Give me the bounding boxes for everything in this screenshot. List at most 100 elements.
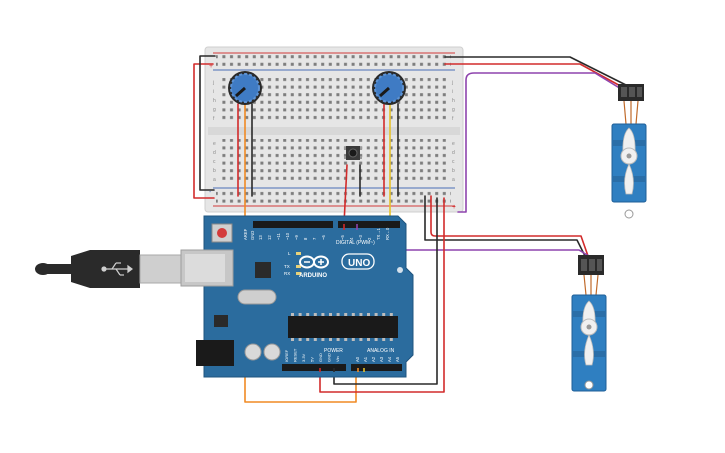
chip-pin <box>313 338 317 341</box>
row-letter: h <box>213 98 216 104</box>
chip-pins <box>291 313 393 341</box>
power-pin-label: RESET <box>293 348 298 362</box>
digital-pin-label: ~11 <box>276 233 281 240</box>
digital-pin-label: 8 <box>303 237 308 240</box>
power-label: POWER <box>324 348 343 354</box>
servo-motor-icon[interactable] <box>571 255 607 392</box>
analog-pin-label: A5 <box>395 356 400 362</box>
label-tx: TX <box>284 264 290 269</box>
wire-red-5v <box>319 197 445 393</box>
pushbutton-icon[interactable] <box>344 146 362 160</box>
row-letter: b <box>452 168 455 174</box>
row-letter: d <box>213 150 216 156</box>
row-letter: e <box>213 141 216 147</box>
digital-pin-label: 7 <box>312 237 317 240</box>
digital-pin-label: ~5 <box>340 235 345 240</box>
analog-header[interactable] <box>351 364 402 371</box>
wire-purple-servo1 <box>457 72 627 213</box>
usb-symbol-icon <box>101 262 133 276</box>
digital-pin-label: 2 <box>367 237 372 240</box>
row-letter: f <box>213 116 215 122</box>
analog-pin-label: A0 <box>355 356 360 362</box>
wire-black-left-rail <box>199 55 216 191</box>
usb-cable-icon <box>35 250 183 288</box>
chip-pin <box>329 338 332 341</box>
wire-red-servo1 <box>444 63 627 90</box>
power-pin-label: 3.3V <box>301 353 306 362</box>
chip-pin <box>291 338 294 341</box>
digital-pin-label: 4 <box>349 237 354 240</box>
row-letter: i <box>452 89 453 95</box>
led-l <box>296 252 301 255</box>
row-letter: c <box>452 159 455 165</box>
potentiometer-icon[interactable] <box>228 71 262 105</box>
row-letter: g <box>452 107 455 113</box>
analog-pin-label: A2 <box>371 356 376 362</box>
chip-pin <box>306 313 310 316</box>
wire-endpoints <box>319 224 365 372</box>
chip-pin <box>298 338 302 341</box>
arduino-uno-board: L TX RX DIGITAL (PWM~) POWER ANALOG IN 1… <box>180 215 414 378</box>
chip-pin <box>336 338 340 341</box>
chip-pin <box>321 313 325 316</box>
power-pin-label: IOREF <box>284 349 289 362</box>
label-l: L <box>288 251 291 256</box>
row-letter: h <box>452 98 455 104</box>
servo-motor-icon[interactable] <box>611 84 647 219</box>
label-rx: RX <box>284 271 290 276</box>
chip-pin <box>351 338 355 341</box>
wire-black-servo2 <box>424 195 586 257</box>
analog-label: ANALOG IN <box>367 348 395 354</box>
power-pin-label: GND <box>327 353 332 362</box>
digital-pin-label: ~3 <box>358 235 363 240</box>
led-rx <box>296 272 301 275</box>
digital-pin-label: ~10 <box>285 232 290 240</box>
row-letter: i <box>213 89 214 95</box>
power-header[interactable] <box>282 364 346 371</box>
chip-pin <box>313 313 317 316</box>
model-text: UNO <box>348 258 370 269</box>
chip-pin <box>382 338 386 341</box>
chip-pin <box>389 338 393 341</box>
aref-pin-label: AREF <box>243 228 248 240</box>
power-pin-label: GND <box>318 353 323 362</box>
rail-minus-label: - <box>209 189 212 196</box>
row-letter: d <box>452 150 455 156</box>
potentiometer-icon[interactable] <box>372 71 406 105</box>
chip-pin <box>374 338 378 341</box>
chip-pin <box>321 338 325 341</box>
chip-pin <box>359 338 363 341</box>
chip-pin <box>344 313 348 316</box>
row-letter: g <box>213 107 216 113</box>
row-letter: f <box>452 116 454 122</box>
wire-red-servo2 <box>430 195 589 257</box>
digital-header-right[interactable] <box>338 221 400 228</box>
row-letter: j <box>451 80 453 86</box>
chip-pin <box>389 313 393 316</box>
digital-pin-label: ~9 <box>294 235 299 240</box>
row-letter: a <box>452 177 455 183</box>
digital-pin-label: RX←0 <box>385 227 390 240</box>
chip-pin <box>291 313 294 316</box>
power-pin-label: Vin <box>335 356 340 362</box>
row-letter: c <box>213 159 216 165</box>
wire-red-button <box>343 164 348 225</box>
digital-label: DIGITAL (PWM~) <box>336 240 375 246</box>
analog-pin-label: A3 <box>379 356 384 362</box>
digital-header-left[interactable] <box>253 221 333 228</box>
analog-pin-label: A1 <box>363 356 368 362</box>
digital-pin-label: 13 <box>258 235 263 240</box>
gnd-pin-label: GND <box>250 231 255 240</box>
power-pin-label: 5V <box>310 357 315 362</box>
chip-pin <box>306 338 310 341</box>
row-letter: a <box>213 177 216 183</box>
chip-pin <box>382 313 386 316</box>
chip-pin <box>344 338 348 341</box>
wire-red-left-rail <box>193 63 215 199</box>
arduino-logo-icon <box>299 255 329 269</box>
chip-pin <box>351 313 355 316</box>
